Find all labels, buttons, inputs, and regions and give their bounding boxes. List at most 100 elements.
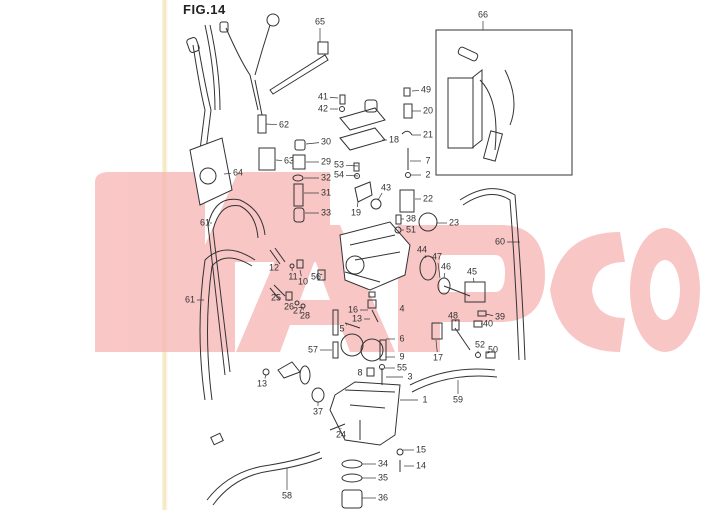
part-number-label: 44 — [416, 244, 428, 255]
part-number-label: 39 — [494, 311, 506, 322]
part-number-label: 49 — [420, 84, 432, 95]
part-number-label: 15 — [415, 444, 427, 455]
part-number-label: 51 — [405, 224, 417, 235]
part-number-label: 61 — [199, 217, 211, 228]
kit-parts-66 — [447, 46, 515, 162]
part-number-label: 56 — [310, 271, 322, 282]
part-number-label: 40 — [482, 318, 494, 329]
part-number-label: 60 — [494, 236, 506, 247]
part-number-label: 62 — [278, 119, 290, 130]
part-number-label: 25 — [270, 292, 282, 303]
part-number-label: 26 — [283, 301, 295, 312]
leader-line — [454, 319, 457, 322]
leader-line — [345, 164, 359, 167]
part-number-label: 42 — [317, 103, 329, 114]
hose-61-lower — [199, 249, 256, 401]
wire-harness-64 — [186, 24, 233, 206]
leader-line — [356, 201, 359, 208]
carburetor-upper-body — [339, 221, 411, 291]
part-number-label: 18 — [388, 134, 400, 145]
part-number-label: 19 — [350, 207, 362, 218]
part-number-label: 11 — [288, 271, 298, 282]
part-number-label: 20 — [422, 105, 434, 116]
part-number-label: 28 — [299, 310, 311, 321]
leader-lines — [197, 21, 520, 499]
part-number-label: 6 — [399, 333, 405, 344]
part-number-label: 34 — [377, 458, 389, 469]
part-number-label: 65 — [314, 16, 326, 27]
part-number-label: 45 — [466, 266, 478, 277]
part-number-label: 57 — [307, 344, 319, 355]
part-number-label: 66 — [477, 9, 489, 20]
part-number-label: 54 — [333, 169, 345, 180]
part-number-label: 46 — [440, 261, 452, 272]
part-number-label: 37 — [312, 406, 324, 417]
figure-title: FIG.14 — [183, 2, 226, 17]
carburetor-lower-body — [329, 381, 401, 446]
leader-line — [275, 159, 283, 161]
leader-line — [485, 313, 494, 317]
hose-60 — [459, 188, 526, 361]
part-number-label: 52 — [474, 339, 486, 350]
part-number-label: 55 — [396, 362, 408, 373]
leader-line — [443, 272, 446, 279]
small-parts — [210, 87, 496, 509]
part-number-label: 12 — [268, 262, 280, 273]
leader-line — [223, 173, 232, 175]
leader-line — [435, 339, 438, 353]
float-pair — [340, 333, 384, 362]
hose-58 — [206, 451, 323, 506]
part-number-label: 48 — [447, 310, 459, 321]
part-number-label: 50 — [487, 344, 499, 355]
leader-line — [411, 90, 420, 92]
part-number-label: 29 — [320, 156, 332, 167]
part-number-label: 4 — [399, 303, 405, 314]
part-number-label: 38 — [405, 213, 417, 224]
hose-61-upper — [207, 198, 266, 376]
hose-59 — [409, 368, 498, 393]
part-number-label: 13 — [256, 378, 268, 389]
part-number-label: 13 — [351, 313, 363, 324]
leader-line — [437, 262, 441, 279]
part-number-label: 10 — [297, 276, 309, 287]
kit-box-66 — [435, 29, 573, 176]
part-number-label: 16 — [347, 304, 359, 315]
part-number-label: 30 — [320, 136, 332, 147]
part-number-label: 61 — [184, 294, 196, 305]
leader-line — [305, 142, 320, 145]
part-number-label: 47 — [431, 251, 443, 262]
leader-line — [473, 277, 475, 283]
part-number-label: 63 — [283, 155, 295, 166]
cable-tie-65 — [269, 41, 329, 95]
part-number-label: 59 — [452, 394, 464, 405]
part-number-label: 32 — [320, 172, 332, 183]
part-number-label: 41 — [317, 91, 329, 102]
part-number-label: 23 — [448, 217, 460, 228]
part-number-label: 2 — [425, 169, 431, 180]
part-number-label: 7 — [425, 155, 431, 166]
leader-line — [265, 123, 278, 126]
leader-line — [319, 273, 323, 276]
leader-line — [487, 351, 491, 354]
part-number-label: 64 — [232, 167, 244, 178]
part-number-label: 17 — [432, 352, 444, 363]
part-number-label: 8 — [357, 367, 363, 378]
wire-harness-62 — [219, 13, 280, 134]
part-number-label: 43 — [380, 182, 392, 193]
part-number-label: 3 — [407, 371, 413, 382]
part-number-label: 53 — [333, 159, 345, 170]
part-number-label: 14 — [415, 460, 427, 471]
top-cover-18 — [339, 99, 386, 151]
part-number-label: 31 — [320, 187, 332, 198]
part-number-label: 58 — [281, 490, 293, 501]
part-number-label: 33 — [320, 207, 332, 218]
part-number-label: 35 — [377, 472, 389, 483]
leader-line — [329, 97, 339, 99]
leader-line — [345, 174, 359, 177]
part-number-label: 1 — [422, 394, 428, 405]
part-number-label: 5 — [339, 323, 345, 334]
part-number-label: 22 — [422, 193, 434, 204]
part-number-label: 27 — [292, 305, 304, 316]
